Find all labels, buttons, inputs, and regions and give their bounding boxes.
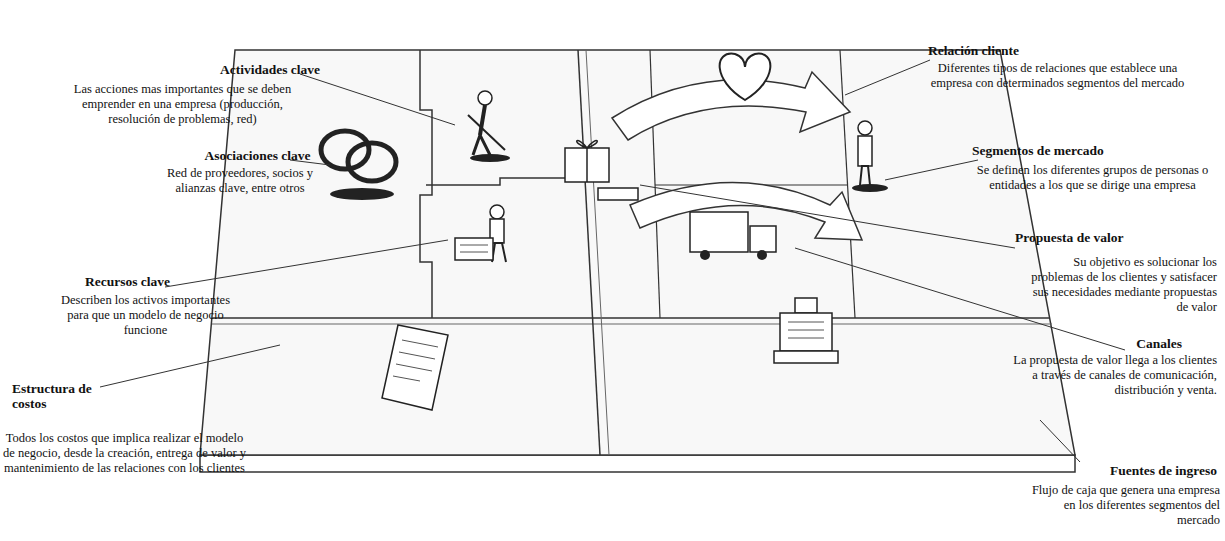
person-head: [478, 91, 492, 105]
block-heading: Asociaciones clave: [190, 148, 325, 163]
document-lines: [393, 340, 438, 381]
block-description: Diferentes tipos de relaciones que estab…: [925, 61, 1190, 91]
shadow: [852, 184, 888, 192]
block-description: Flujo de caja que genera una empresa en …: [1030, 483, 1220, 528]
ring-icon: [348, 143, 396, 181]
gift-box: [565, 148, 609, 182]
block-description: Se definen los diferentes grupos de pers…: [975, 163, 1210, 193]
gift-ribbon: [586, 148, 588, 182]
shadow: [330, 188, 394, 200]
register-drawer: [774, 351, 838, 363]
block-heading: Estructura de costos: [12, 381, 104, 411]
leader-line: [1040, 420, 1080, 462]
block-description: Red de proveedores, socios y alianzas cl…: [160, 166, 320, 196]
block-heading: Actividades clave: [190, 62, 350, 77]
block-description: Todos los costos que implica realizar el…: [2, 431, 247, 476]
block-description: Su objetivo es solucionar los problemas …: [1020, 255, 1217, 315]
truck-cab: [750, 226, 776, 252]
leader-line: [300, 74, 455, 125]
block-heading: Segmentos de mercado: [972, 143, 1137, 158]
ring-icon: [321, 131, 369, 169]
resource-box: [455, 238, 493, 260]
block-description: La propuesta de valor llega a los client…: [1010, 353, 1217, 398]
block-heading: Canales: [1100, 336, 1182, 351]
panel-divider: [212, 317, 1050, 319]
canvas-front-face: [200, 455, 1075, 472]
shovel-icon: [468, 115, 505, 150]
panel-divider: [586, 50, 609, 455]
document-icon: [382, 325, 448, 410]
panel-divider: [212, 324, 1052, 325]
box-hatch: [460, 245, 488, 252]
register-screen: [795, 298, 817, 313]
block-heading: Propuesta de valor: [1015, 230, 1150, 245]
panel-divider: [420, 50, 432, 318]
person-legs: [860, 166, 870, 185]
person-body: [858, 136, 872, 166]
cash-register: [780, 313, 832, 351]
leader-line: [100, 345, 280, 387]
person-legs: [473, 135, 490, 155]
truck-wheel: [757, 250, 767, 260]
truck-body: [690, 212, 748, 252]
heart-icon: [720, 54, 771, 100]
gift-bow: [577, 141, 598, 148]
person-head: [490, 205, 504, 219]
truck-wheel: [700, 250, 710, 260]
leader-line: [845, 60, 930, 95]
block-heading: Relación cliente: [928, 43, 1048, 58]
block-heading: Fuentes de ingreso: [1060, 463, 1217, 478]
trolley-icon: [598, 188, 638, 200]
canvas-top: [200, 50, 1075, 455]
panel-divider: [650, 50, 660, 318]
block-description: Describen los activos importantes para q…: [58, 293, 233, 338]
person-legs: [492, 243, 506, 262]
block-description: Las acciones mas importantes que se debe…: [55, 82, 310, 127]
block-heading: Recursos clave: [80, 274, 175, 289]
leader-line: [885, 160, 978, 180]
panel-divider: [426, 178, 582, 185]
panel-divider: [840, 50, 855, 318]
leader-line: [165, 240, 448, 287]
register-keys: [788, 322, 824, 338]
shadow: [470, 154, 510, 162]
leader-line: [640, 185, 1015, 248]
person-head: [858, 121, 872, 135]
